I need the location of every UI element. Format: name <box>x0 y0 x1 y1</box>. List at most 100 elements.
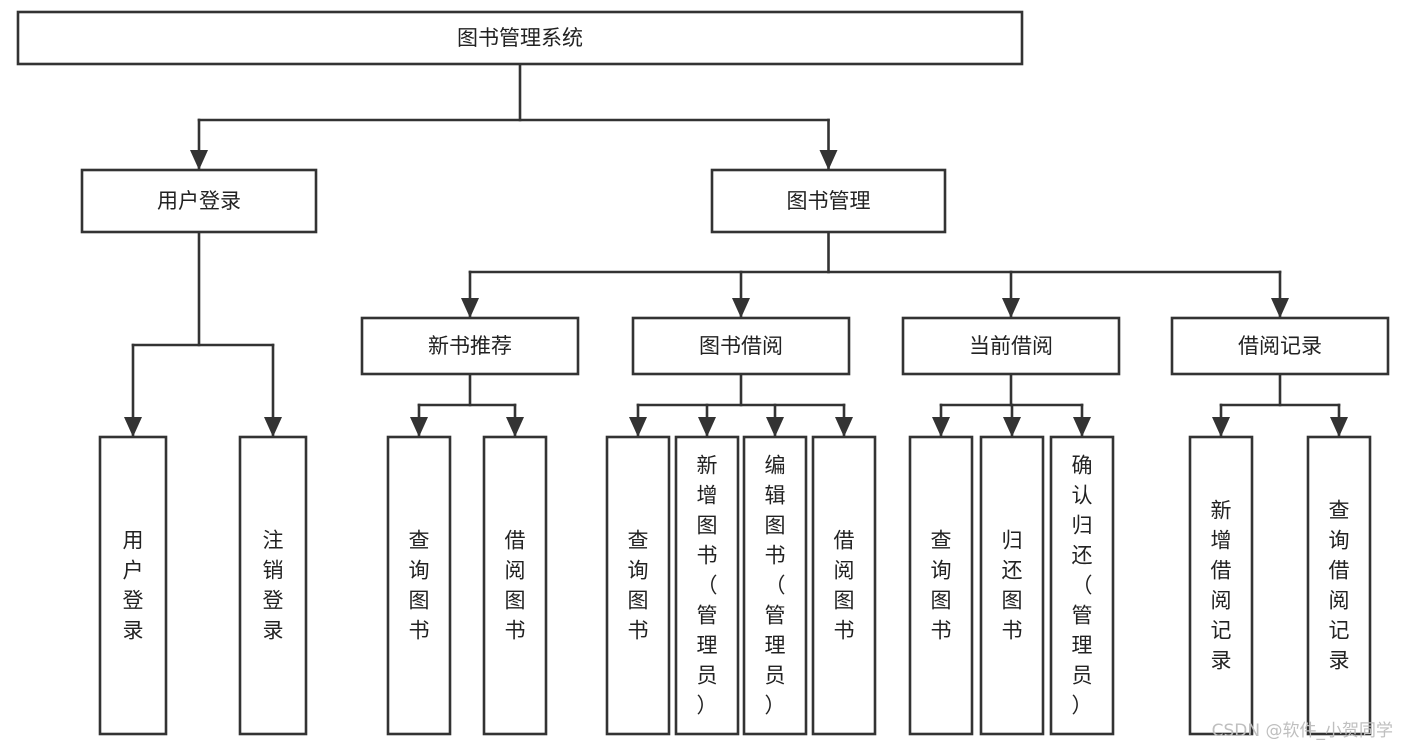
node-box-leaf-query-book-recommend <box>386 435 452 736</box>
node-label-borrow-record: 借阅记录 <box>1238 334 1322 358</box>
node-leaf-user-logout[interactable]: 注销登录注销登录 <box>0 0 308 736</box>
node-label-char: 图 <box>628 589 649 613</box>
arrow-head-icon <box>461 298 479 318</box>
node-leaf-query-book-recommend[interactable]: 查询图书查询图书 <box>0 0 452 736</box>
node-label-char: 还 <box>1002 559 1023 583</box>
node-label-char: 管 <box>697 604 718 628</box>
node-label-char: 图 <box>931 589 952 613</box>
node-leaf-query-book-borrow[interactable]: 查询图书查询图书 <box>0 0 671 736</box>
node-label-char: 员 <box>697 664 718 688</box>
node-label-char: 员 <box>1072 664 1093 688</box>
node-box-new-book-recommend <box>360 316 580 376</box>
node-box-borrow-record <box>1170 316 1390 376</box>
node-label-char: 书 <box>505 619 526 643</box>
node-label-char: 记 <box>1211 619 1232 643</box>
node-label-char: 新 <box>1211 499 1232 523</box>
node-label-char: 图 <box>409 589 430 613</box>
node-box-current-borrow <box>901 316 1121 376</box>
node-box-leaf-user-logout <box>238 435 308 736</box>
node-label-char: （ <box>697 574 718 598</box>
node-label-char: 询 <box>628 559 649 583</box>
node-box-book-manage <box>710 168 947 234</box>
node-root[interactable]: 图书管理系统 <box>16 10 1024 66</box>
node-leaf-query-borrow-record[interactable]: 查询借阅记录查询借阅记录 <box>0 0 1372 736</box>
node-label-char: 阅 <box>505 559 526 583</box>
node-book-manage[interactable]: 图书管理 <box>710 168 947 234</box>
node-leaf-borrow-book[interactable]: 借阅图书借阅图书 <box>0 0 877 736</box>
node-leaf-query-book-current[interactable]: 查询图书查询图书 <box>0 0 974 736</box>
node-label-char: （ <box>1072 574 1093 598</box>
node-label-char: 认 <box>1072 484 1093 508</box>
arrow-head-icon <box>506 417 524 437</box>
node-label-char: 书 <box>834 619 855 643</box>
node-label-char: （ <box>765 574 786 598</box>
node-box-leaf-return-book <box>979 435 1045 736</box>
node-label-char: 查 <box>628 529 649 553</box>
node-leaf-return-book[interactable]: 归还图书归还图书 <box>0 0 1045 736</box>
arrow-head-icon <box>190 150 208 170</box>
arrow-head-icon <box>1003 417 1021 437</box>
node-label-char: 图 <box>1002 589 1023 613</box>
node-label-char: 管 <box>1072 604 1093 628</box>
node-label-char: 询 <box>1329 529 1350 553</box>
node-label-char: 阅 <box>1211 589 1232 613</box>
node-book-borrow[interactable]: 图书借阅 <box>631 316 851 376</box>
node-new-book-recommend[interactable]: 新书推荐 <box>360 316 580 376</box>
node-user-login[interactable]: 用户登录 <box>80 168 318 234</box>
node-borrow-record[interactable]: 借阅记录 <box>1170 316 1390 376</box>
node-label-char: 用 <box>123 529 144 553</box>
node-box-book-borrow <box>631 316 851 376</box>
node-leaf-user-login[interactable]: 用户登录用户登录 <box>0 0 168 736</box>
node-label-char: 理 <box>1072 634 1093 658</box>
node-label-user-login: 用户登录 <box>157 189 241 213</box>
node-leaf-add-borrow-record[interactable]: 新增借阅记录新增借阅记录 <box>0 0 1254 736</box>
node-label-char: 增 <box>1211 529 1232 553</box>
node-label-char: 记 <box>1329 619 1350 643</box>
node-label-char: 还 <box>1072 544 1093 568</box>
node-box-leaf-confirm-return-admin <box>1049 435 1115 736</box>
arrow-head-icon <box>1330 417 1348 437</box>
arrow-head-icon <box>835 417 853 437</box>
node-label-book-borrow: 图书借阅 <box>699 334 783 358</box>
node-label-char: 借 <box>834 529 855 553</box>
node-label-char: 借 <box>1329 559 1350 583</box>
node-box-leaf-borrow-book <box>811 435 877 736</box>
node-box-root <box>16 10 1024 66</box>
node-label-char: ） <box>697 694 718 718</box>
node-label-char: 录 <box>1329 649 1350 673</box>
node-box-leaf-query-borrow-record <box>1306 435 1372 736</box>
node-box-leaf-user-login <box>98 435 168 736</box>
node-label-current-borrow: 当前借阅 <box>969 334 1053 358</box>
node-label-char: 图 <box>697 514 718 538</box>
node-box-leaf-query-book-borrow <box>605 435 671 736</box>
node-label-char: 新 <box>697 454 718 478</box>
node-label-char: 书 <box>1002 619 1023 643</box>
node-label-char: 录 <box>263 619 284 643</box>
arrow-head-icon <box>1002 298 1020 318</box>
node-leaf-borrow-book-recommend[interactable]: 借阅图书借阅图书 <box>0 0 548 736</box>
node-label-new-book-recommend: 新书推荐 <box>428 334 512 358</box>
node-label-char: 录 <box>1211 649 1232 673</box>
node-label-char: 登 <box>263 589 284 613</box>
node-label-char: 录 <box>123 619 144 643</box>
node-label-char: 员 <box>765 664 786 688</box>
node-label-char: ） <box>765 694 786 718</box>
node-label-char: 书 <box>628 619 649 643</box>
node-label-char: 理 <box>697 634 718 658</box>
node-label-char: 注 <box>263 529 284 553</box>
node-label-char: 归 <box>1002 529 1023 553</box>
node-current-borrow[interactable]: 当前借阅 <box>901 316 1121 376</box>
node-box-leaf-edit-book-admin <box>742 435 808 736</box>
node-label-char: 编 <box>765 454 786 478</box>
node-label-char: 归 <box>1072 514 1093 538</box>
node-label-char: 图 <box>505 589 526 613</box>
arrow-head-icon <box>766 417 784 437</box>
node-label-char: 管 <box>765 604 786 628</box>
arrow-head-icon <box>410 417 428 437</box>
node-label-char: 书 <box>697 544 718 568</box>
node-box-user-login <box>80 168 318 234</box>
node-box-leaf-add-borrow-record <box>1188 435 1254 736</box>
